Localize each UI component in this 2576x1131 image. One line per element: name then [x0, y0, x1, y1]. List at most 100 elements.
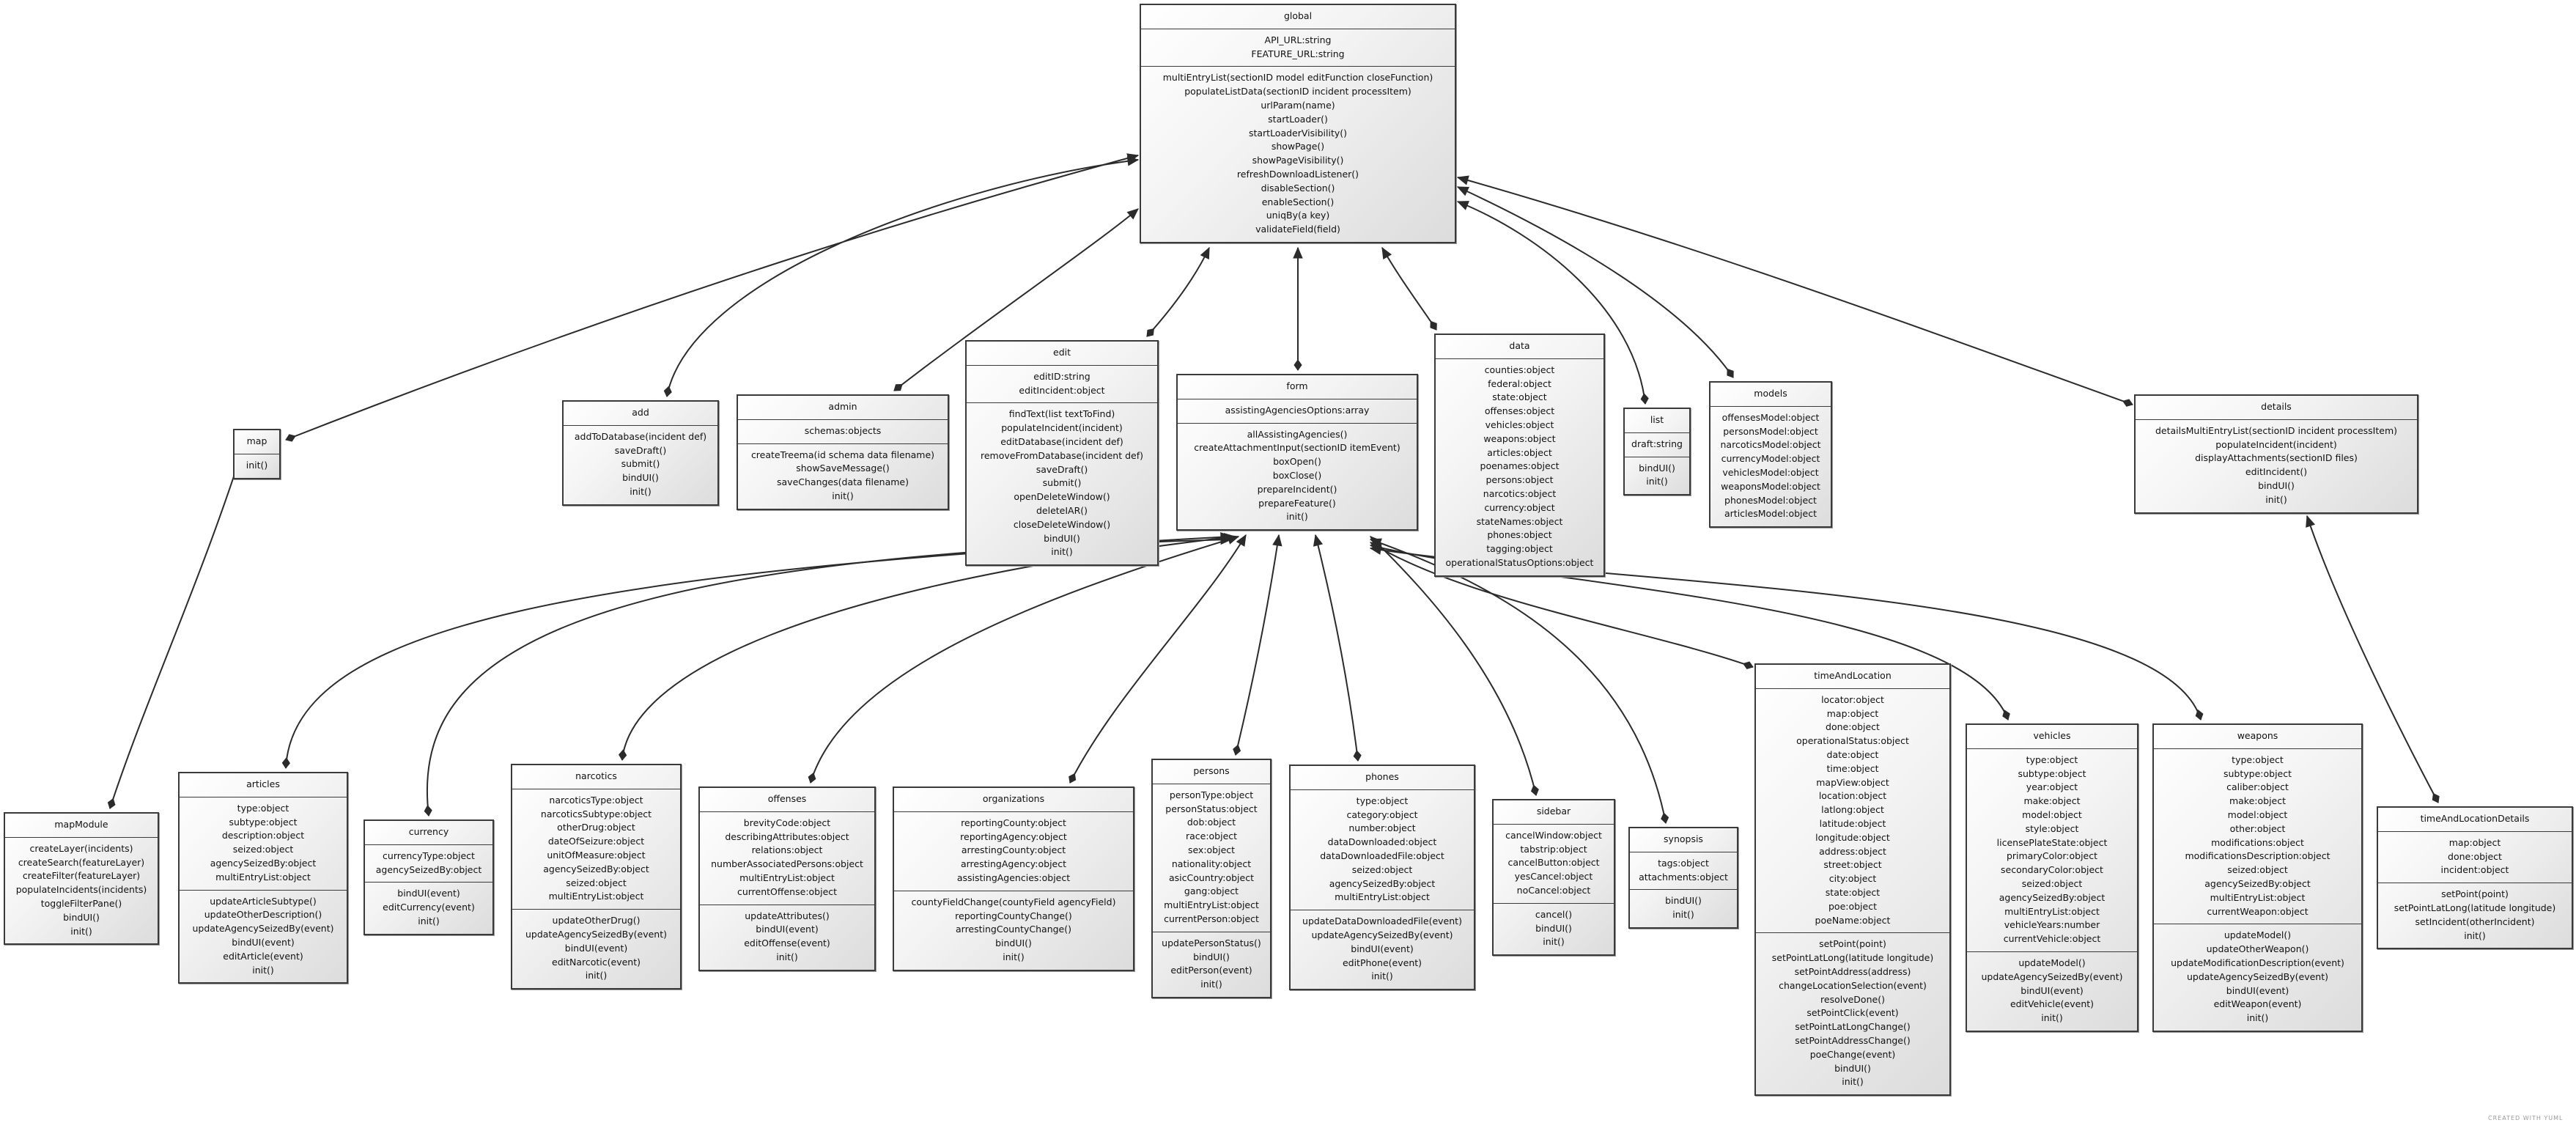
edge-details-global-diamond	[2122, 399, 2133, 407]
class-name: add	[564, 402, 717, 426]
class-attributes: draft:string	[1625, 433, 1689, 457]
operation: boxOpen()	[1273, 456, 1321, 468]
attribute: type:object	[2026, 754, 2078, 765]
attribute: tabstrip:object	[1520, 843, 1587, 855]
class-operations: init()	[235, 454, 279, 478]
attribute: agencySeizedBy:object	[2204, 877, 2311, 889]
operation: init()	[1200, 979, 1222, 990]
class-name: synopsis	[1630, 828, 1737, 852]
attribute: agencySeizedBy:object	[543, 863, 649, 874]
edge-map-global-diamond	[285, 434, 296, 442]
operation: setPoint(point)	[2441, 888, 2509, 900]
operation: init()	[70, 925, 92, 937]
operation: narcoticsModel:object	[1720, 439, 1821, 451]
operation: currencyModel:object	[1721, 453, 1820, 465]
attribute: personType:object	[1169, 789, 1254, 800]
operation: init()	[1003, 951, 1025, 962]
edge-admin-global	[893, 208, 1139, 391]
class-name: organizations	[894, 788, 1133, 812]
class-name: edit	[967, 342, 1157, 366]
attribute: nationality:object	[1171, 858, 1252, 869]
class-name: vehicles	[1967, 725, 2137, 749]
attribute: multiEntryList:object	[1164, 899, 1259, 911]
class-name: list	[1625, 409, 1689, 433]
operation: editDatabase(incident def)	[1000, 435, 1123, 447]
class-attributes: assistingAgenciesOptions:array	[1178, 399, 1417, 424]
operation: createTreema(id schema data filename)	[750, 449, 935, 460]
attribute: seized:object	[1351, 863, 1413, 875]
class-operations: allAssistingAgencies()createAttachmentIn…	[1178, 424, 1417, 530]
attribute: modifications:object	[2211, 836, 2304, 848]
edge-edit-global-diamond	[1146, 328, 1154, 337]
operation: weapons:object	[1483, 432, 1556, 444]
attribute: incident:object	[2440, 864, 2509, 876]
operation: bindUI()	[63, 911, 100, 923]
attribute: poeName:object	[1815, 914, 1891, 926]
operation: changeLocationSelection(event)	[1779, 979, 1927, 991]
edge-mapModule-map-diamond	[107, 797, 116, 809]
edge-tldetails-details	[2306, 515, 2439, 803]
attribute: sex:object	[1187, 844, 1236, 855]
attribute: primaryColor:object	[2006, 850, 2098, 862]
attribute: city:object	[1828, 873, 1877, 885]
class-name: mapModule	[5, 814, 158, 838]
attribute: done:object	[2448, 850, 2502, 862]
operation: allAssistingAgencies()	[1247, 428, 1348, 440]
operation: init()	[1371, 970, 1393, 982]
attribute: multiEntryList:object	[1335, 891, 1430, 903]
attribute: street:object	[1823, 859, 1882, 871]
operation: saveChanges(data filename)	[777, 476, 909, 488]
attribute: category:object	[1346, 808, 1418, 820]
operation: bindUI(event)	[232, 936, 295, 948]
operation: init()	[246, 459, 268, 471]
edge-admin-global-arrowhead	[1126, 208, 1139, 220]
attribute: currentPerson:object	[1164, 913, 1259, 924]
attribute: API_URL:string	[1264, 34, 1332, 45]
attribute: description:object	[221, 830, 305, 841]
operation: bindUI()	[1535, 922, 1572, 934]
operation: persons:object	[1486, 474, 1554, 486]
operation: counties:object	[1484, 364, 1555, 375]
attribute: multiEntryList:object	[739, 872, 835, 883]
operation: bindUI()	[1834, 1062, 1871, 1074]
operation: bindUI(event)	[1351, 943, 1414, 954]
attribute: agencySeizedBy:object	[210, 857, 317, 869]
operation: urlParam(name)	[1261, 99, 1335, 111]
operation: reportingCountyChange()	[955, 910, 1072, 921]
operation: populateListData(sectionID incident proc…	[1184, 86, 1411, 97]
edge-timeAndLocation-form-diamond	[1742, 661, 1754, 669]
attribute: attachments:object	[1639, 871, 1728, 883]
edge-form-global-diamond	[1293, 359, 1302, 371]
operation: weaponsModel:object	[1721, 480, 1820, 492]
attribute: draft:string	[1631, 438, 1683, 449]
operation: federal:object	[1488, 377, 1551, 389]
operation: submit()	[621, 458, 660, 470]
operation: updateDataDownloadedFile(event)	[1302, 916, 1462, 927]
edge-persons-form-arrowhead	[1272, 534, 1283, 547]
attribute: model:object	[2227, 808, 2288, 820]
operation: currency:object	[1484, 501, 1555, 513]
operation: updateAttributes()	[745, 910, 830, 921]
edge-phones-form-arrowhead	[1313, 534, 1324, 547]
attribute: map:object	[1826, 707, 1879, 719]
attribute: cancelButton:object	[1507, 857, 1600, 869]
attribute: arrestingCounty:object	[961, 844, 1066, 856]
edge-edit-global-arrowhead	[1200, 246, 1210, 259]
class-operations: setPoint(point)setPointLatLong(latitude …	[1756, 933, 1949, 1094]
attribute: race:object	[1185, 830, 1238, 842]
operation: updateOtherWeapon()	[2206, 943, 2309, 955]
class-operations: bindUI()init()	[1630, 890, 1737, 927]
